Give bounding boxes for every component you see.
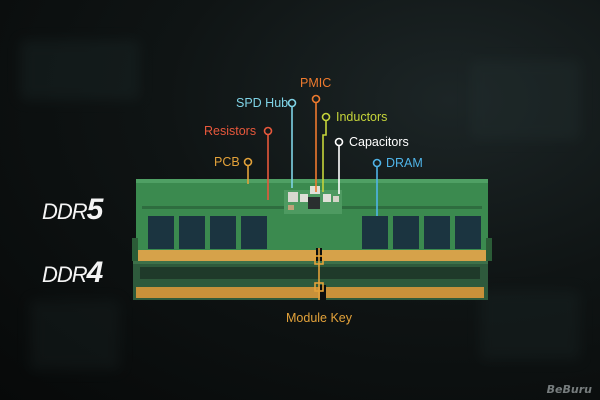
inductors-label: Inductors — [336, 110, 388, 124]
background-blur — [30, 300, 120, 370]
pcb-label: PCB — [214, 155, 240, 169]
inductors-leader — [322, 121, 327, 192]
ddr4-label: DDR4 — [42, 256, 103, 289]
dram-chip — [148, 216, 174, 249]
dram-chip — [455, 216, 481, 249]
inductors-marker — [321, 112, 331, 122]
ddr5-gold-contacts — [138, 250, 486, 261]
dram-chip — [210, 216, 236, 249]
resistors-label: Resistors — [204, 124, 257, 138]
dram-label: DRAM — [386, 156, 423, 170]
inductor — [310, 186, 320, 194]
ddr4-key-notch — [320, 285, 326, 300]
background-blur — [480, 290, 580, 360]
module-key-label: Module Key — [286, 311, 353, 325]
watermark: BeBuru — [546, 383, 592, 396]
ddr5-label: DDR5 — [42, 193, 103, 226]
dram-chip — [424, 216, 450, 249]
dram-chip — [179, 216, 205, 249]
dram-chip — [362, 216, 388, 249]
dram-chip — [393, 216, 419, 249]
spd-hub-chip — [288, 192, 298, 202]
pcb-marker — [243, 157, 253, 167]
background-blur — [20, 40, 140, 100]
background-blur — [470, 60, 580, 140]
spd-hub-marker — [287, 98, 297, 108]
capacitors-marker — [334, 137, 344, 147]
dram-marker — [372, 158, 382, 168]
pmic-chip — [308, 197, 320, 209]
ddr4-gold-contacts — [136, 287, 484, 298]
resistors-marker — [263, 126, 273, 136]
inductor — [300, 194, 308, 202]
capacitors-label: Capacitors — [349, 135, 409, 149]
capacitor — [288, 205, 294, 210]
ddr4-module — [133, 258, 488, 300]
capacitor — [333, 196, 339, 202]
dram-chip — [241, 216, 267, 249]
spd-hub-label: SPD Hub — [236, 96, 289, 110]
ddr5-module — [132, 179, 492, 261]
inductor — [323, 194, 331, 202]
pmic-label: PMIC — [300, 76, 332, 90]
pmic-marker — [311, 94, 321, 104]
